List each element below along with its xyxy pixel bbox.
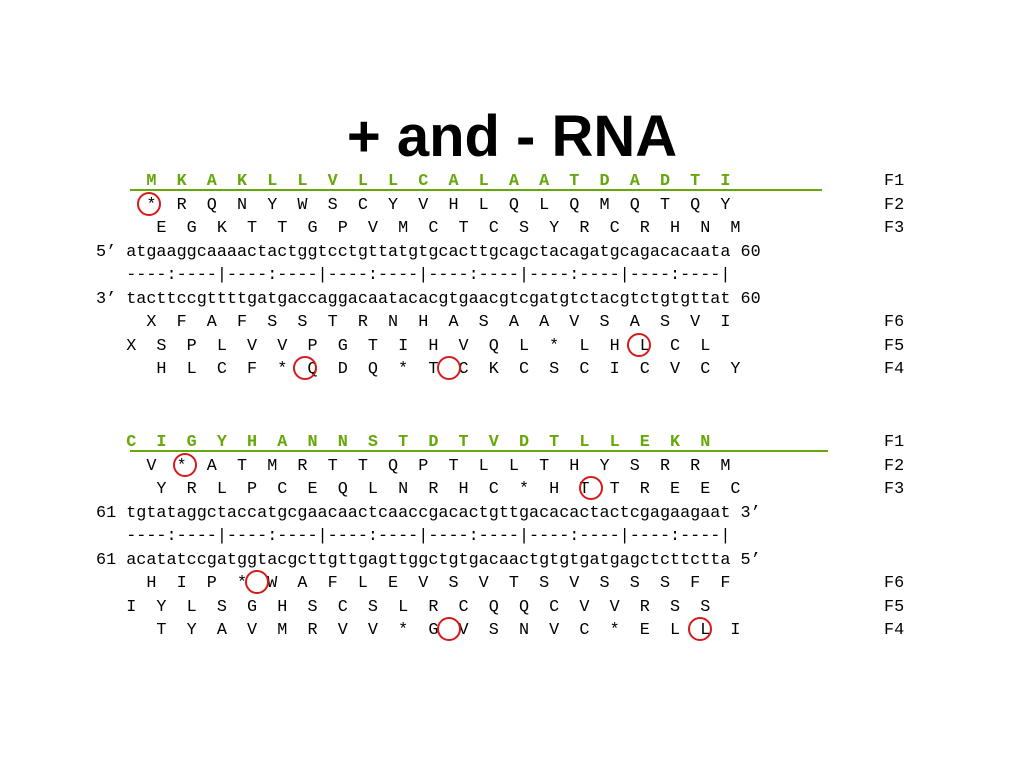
stop-codon-circle — [437, 356, 461, 380]
stop-codon-circle — [173, 452, 197, 477]
slide-title: + and - RNA — [346, 103, 678, 169]
frame-f4-translation: T Y A V M R V V * G V S N V C * E L L I — [96, 621, 741, 640]
forward-strand-sequence: 5’ atgaaggcaaaactactggtcctgttatgtgcacttg… — [96, 242, 761, 262]
stop-codon-circle — [627, 332, 651, 357]
reverse-strand-sequence: 3’ tacttccgttttgatgaccaggacaatacacgtgaac… — [96, 289, 761, 309]
f1-underline — [130, 450, 828, 452]
position-ruler: ----:----|----:----|----:----|----:----|… — [96, 266, 731, 285]
stop-codon-circle — [293, 356, 317, 380]
frame-f6-translation: H I P * W A F L E V S V T S V S S S F F — [96, 574, 731, 593]
frame-f3-translation: E G K T T G P V M C T C S Y R C R H N M — [96, 219, 741, 238]
stop-codon-circle — [579, 476, 603, 500]
frame-label: F5 — [884, 336, 905, 356]
position-ruler: ----:----|----:----|----:----|----:----|… — [96, 527, 731, 546]
frame-f1-translation: M K A K L L V L L C A L A A T D A D T I — [96, 172, 731, 191]
frame-label: F3 — [884, 480, 905, 499]
frame-label: F2 — [884, 456, 905, 476]
stop-codon-circle — [245, 570, 269, 594]
stop-codon-circle — [688, 617, 712, 641]
frame-f2-translation: V * A T M R T T Q P T L L T H Y S R R M — [96, 456, 731, 476]
frame-label: F1 — [884, 172, 905, 191]
frame-label: F1 — [884, 433, 905, 452]
frame-f2-translation: * R Q N Y W S C Y V H L Q L Q M Q T Q Y — [96, 195, 731, 215]
frame-label: F2 — [884, 195, 905, 215]
frame-f4-translation: H L C F * Q D Q * T C K C S C I C V C Y — [96, 360, 741, 379]
frame-label: F4 — [884, 621, 905, 640]
stop-codon-circle — [437, 617, 461, 641]
stop-codon-circle — [137, 191, 161, 216]
frame-label: F6 — [884, 313, 905, 332]
frame-f1-translation: C I G Y H A N N S T D T V D T L L E K N — [96, 433, 711, 452]
frame-label: F5 — [884, 597, 905, 617]
frame-label: F6 — [884, 574, 905, 593]
f1-underline — [130, 189, 822, 191]
frame-f5-translation: I Y L S G H S C S L R C Q Q C V V R S S — [96, 597, 711, 617]
reverse-strand-sequence: 61 acatatccgatggtacgcttgttgagttggctgtgac… — [96, 550, 761, 570]
frame-label: F4 — [884, 360, 905, 379]
forward-strand-sequence: 61 tgtataggctaccatgcgaacaactcaaccgacactg… — [96, 503, 761, 523]
frame-f3-translation: Y R L P C E Q L N R H C * H T T R E E C — [96, 480, 741, 499]
frame-label: F3 — [884, 219, 905, 238]
frame-f6-translation: X F A F S S T R N H A S A A V S A S V I — [96, 313, 731, 332]
frame-f5-translation: X S P L V V P G T I H V Q L * L H L C L — [96, 336, 711, 356]
